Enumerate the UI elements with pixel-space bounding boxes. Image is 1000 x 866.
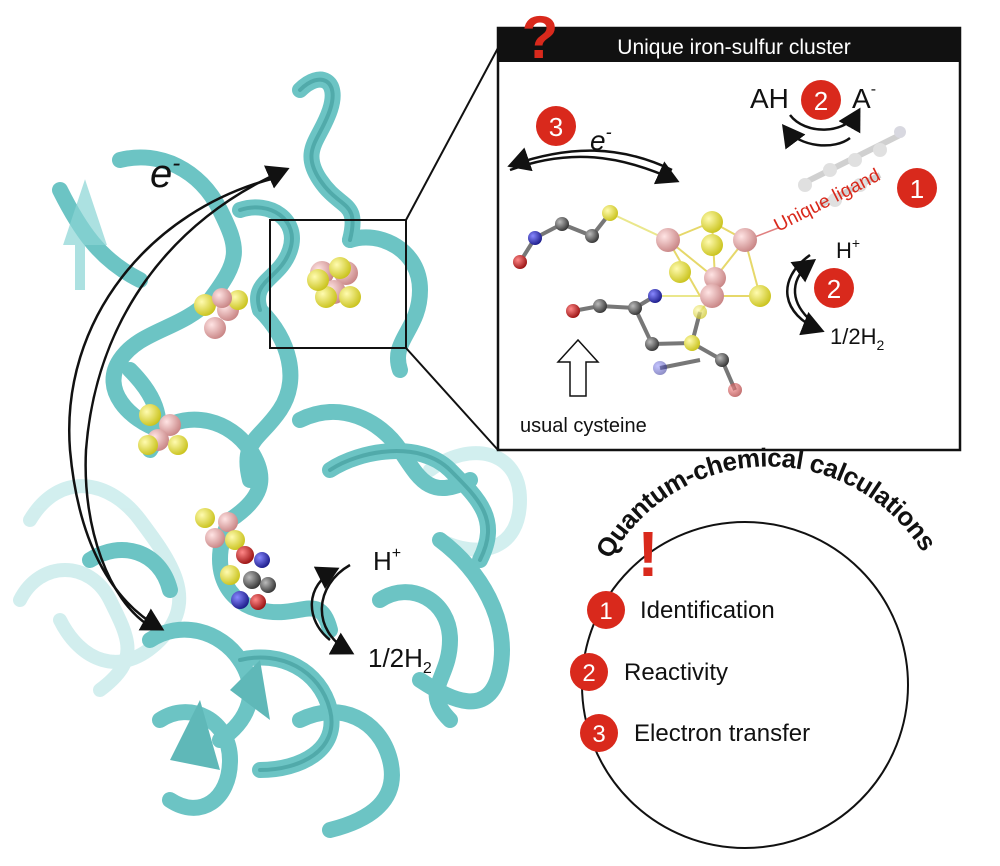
inset-title: Unique iron-sulfur cluster bbox=[617, 36, 850, 59]
zoom-box bbox=[269, 219, 407, 349]
inset-title-bar bbox=[498, 28, 960, 62]
inset-electron-arrows bbox=[507, 147, 680, 185]
inset-hydrogen-label: 1/2H2 bbox=[830, 324, 884, 353]
inset-molecule bbox=[513, 205, 771, 397]
protein-hydrogen-label: 1/2H2 bbox=[368, 643, 432, 677]
svg-text:2: 2 bbox=[814, 86, 828, 116]
svg-text:1: 1 bbox=[910, 174, 924, 204]
svg-text:Identification: Identification bbox=[640, 597, 775, 624]
summary-item-electron-transfer: 3 Electron transfer bbox=[580, 714, 810, 752]
question-mark: ? bbox=[522, 4, 559, 71]
inset-electron-label: e- bbox=[590, 122, 612, 156]
exclamation-mark: ! bbox=[637, 518, 658, 590]
badge-acid-base: 2 bbox=[801, 80, 841, 120]
summary-item-identification: 1 Identification bbox=[587, 591, 775, 629]
a-minus-label: A- bbox=[852, 81, 876, 114]
inset-proton-label: H+ bbox=[836, 235, 860, 263]
svg-text:2: 2 bbox=[582, 660, 595, 687]
svg-text:Electron transfer: Electron transfer bbox=[634, 720, 810, 747]
acid-base-arrows bbox=[781, 107, 861, 150]
zoom-connector-top bbox=[405, 47, 499, 221]
badge-electron: 3 bbox=[536, 106, 576, 146]
badge-ligand: 1 bbox=[897, 168, 937, 208]
cysteine-label: usual cysteine bbox=[520, 415, 647, 437]
svg-text:3: 3 bbox=[549, 112, 563, 142]
protein-electron-label: e- bbox=[150, 150, 180, 196]
protein-ribbon bbox=[13, 71, 527, 838]
zoom-connector-bottom bbox=[405, 347, 499, 451]
unique-ligand-atoms bbox=[798, 126, 906, 208]
svg-text:1: 1 bbox=[599, 598, 612, 625]
cysteine-arrow bbox=[556, 338, 600, 397]
badge-proton: 2 bbox=[814, 268, 854, 308]
protein-proton-label: H+ bbox=[373, 545, 401, 576]
ah-label: AH bbox=[750, 83, 789, 114]
svg-text:Reactivity: Reactivity bbox=[624, 659, 728, 686]
svg-text:3: 3 bbox=[592, 721, 605, 748]
svg-text:2: 2 bbox=[827, 274, 841, 304]
summary-item-reactivity: 2 Reactivity bbox=[570, 653, 728, 691]
protein-clusters bbox=[138, 257, 361, 610]
inset-proton-arrows bbox=[786, 253, 825, 336]
electron-transfer-arrows bbox=[67, 165, 290, 631]
protein-proton-arrows bbox=[310, 563, 355, 655]
